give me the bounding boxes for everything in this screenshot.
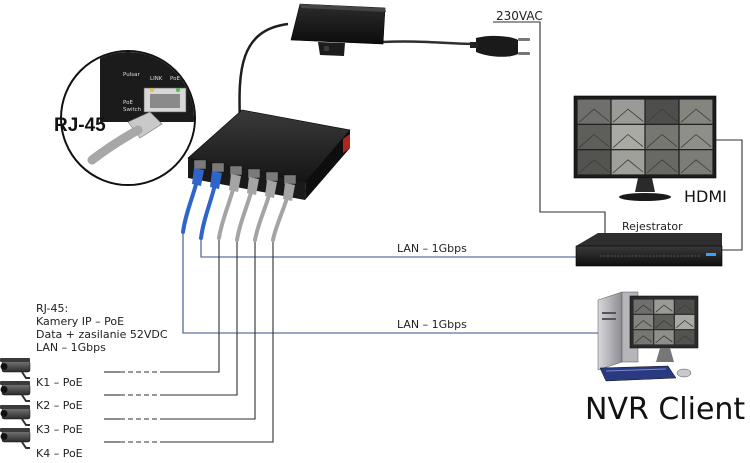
- camera-icon-k2: [0, 381, 31, 402]
- power-cable: [381, 40, 479, 46]
- camera-line-k3: [165, 240, 256, 420]
- mains-plug: [470, 35, 530, 57]
- camera-icon-k3: [0, 405, 31, 426]
- nvr-recorder: [575, 233, 723, 267]
- poe-switch: [187, 109, 351, 200]
- lan-nvr-label: LAN – 1Gbps: [397, 242, 467, 255]
- camera-label-k3: K3 – PoE: [36, 423, 83, 436]
- wiring: [104, 21, 743, 443]
- zoom-brand: Pulsar: [123, 72, 140, 78]
- monitor: [573, 95, 717, 201]
- power-label: 230VAC: [496, 9, 543, 23]
- nvr-label: Rejestrator: [622, 220, 683, 233]
- camera-icon-k1: [0, 358, 31, 379]
- nvr-client-label: NVR Client: [585, 392, 746, 427]
- cameras: [0, 358, 31, 449]
- legend-line-1: RJ-45:: [36, 302, 69, 315]
- camera-label-k4: K4 – PoE: [36, 447, 83, 460]
- zoom-switch-label: PoE Switch: [123, 100, 142, 113]
- camera-label-k1: K1 – PoE: [36, 376, 83, 389]
- lan-nvr-line: [200, 238, 576, 258]
- legend-line-3: Data + zasilanie 52VDC: [36, 328, 168, 341]
- patch-cables: [181, 168, 295, 242]
- camera-line-k2: [165, 240, 238, 396]
- camera-line-k1: [165, 238, 220, 373]
- legend-line-2: Kamery IP – PoE: [36, 315, 125, 328]
- mains-line: [493, 21, 606, 236]
- camera-label-k2: K2 – PoE: [36, 399, 83, 412]
- camera-line-k4: [165, 240, 274, 443]
- lan-client-label: LAN – 1Gbps: [397, 318, 467, 331]
- hdmi-line: [708, 139, 743, 251]
- camera-icon-k4: [0, 428, 31, 449]
- rj45-zoom-label: RJ-45: [54, 115, 106, 136]
- lan-client-line: [182, 232, 600, 334]
- legend-line-4: LAN – 1Gbps: [36, 341, 106, 354]
- pc-client: [597, 291, 699, 382]
- dc-cable: [238, 22, 289, 123]
- zoom-link-label: LINK: [150, 76, 163, 82]
- power-adapter: [290, 3, 386, 56]
- hdmi-label: HDMI: [684, 187, 727, 206]
- zoom-poe-label: PoE: [170, 76, 180, 82]
- pc-screen: [633, 299, 695, 345]
- monitor-screen: [577, 99, 713, 175]
